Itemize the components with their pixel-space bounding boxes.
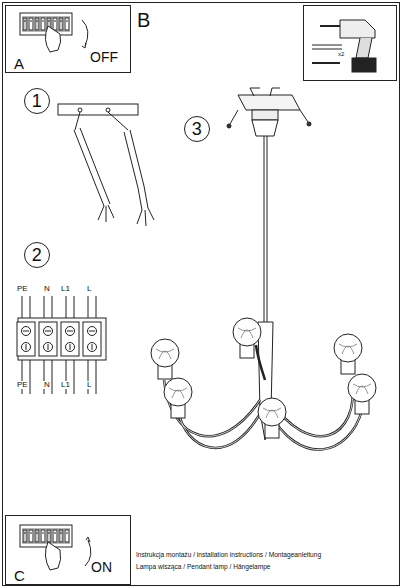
terminal-label: L1 xyxy=(60,381,71,389)
step-number: 2 xyxy=(24,242,50,268)
panel-text: x2 xyxy=(338,51,344,57)
terminal-label: PE xyxy=(16,381,29,389)
instruction-panel: A OFF xyxy=(5,5,131,73)
page-frame xyxy=(3,3,400,586)
caption-line: Instrukcja montażu / installation instru… xyxy=(136,552,321,559)
panel-text: C xyxy=(14,568,25,583)
caption-line: Lampa wisząca / Pendant lamp / Hängelamp… xyxy=(136,564,271,571)
instruction-panel: C ON xyxy=(5,515,131,585)
instruction-panel: x2 xyxy=(303,5,397,81)
panel-text: OFF xyxy=(90,50,118,64)
callout-number: 1 xyxy=(32,92,42,110)
callout-number: 2 xyxy=(32,246,42,264)
panel-text: A xyxy=(14,56,24,71)
section-letter: B xyxy=(137,10,150,30)
callout-number: 3 xyxy=(192,120,202,138)
terminal-label: L1 xyxy=(60,285,71,293)
terminal-label: N xyxy=(43,381,51,389)
terminal-label: N xyxy=(43,285,51,293)
step-number: 1 xyxy=(24,88,50,114)
step-number: 3 xyxy=(184,116,210,142)
terminal-label: L xyxy=(86,285,92,293)
terminal-label: PE xyxy=(16,285,29,293)
terminal-label: L xyxy=(86,381,92,389)
panel-text: ON xyxy=(91,560,112,574)
